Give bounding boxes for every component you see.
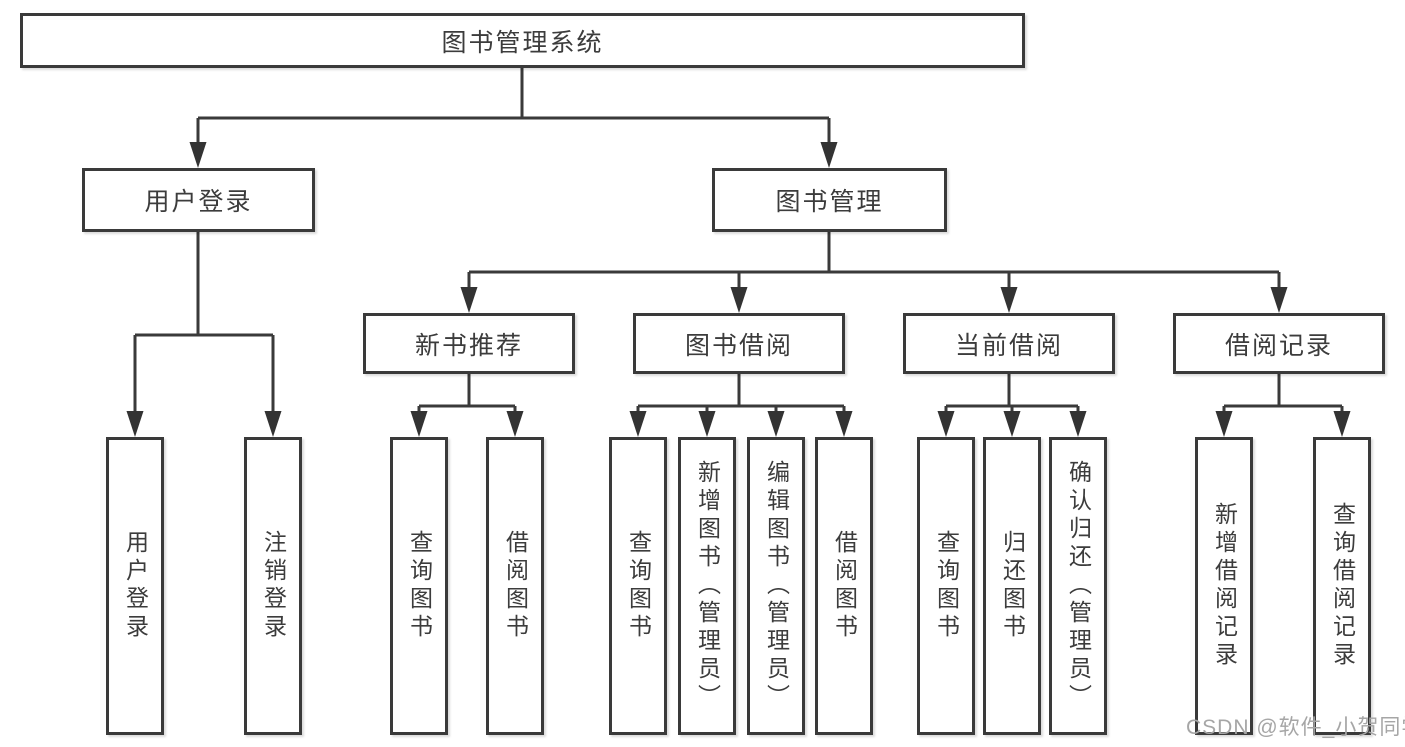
node-book-borrow: 图书借阅: [633, 313, 845, 374]
node-system-root-label: 图书管理系统: [441, 28, 604, 57]
leaf-borrow-edit-books-admin: 编辑图书（管理员）: [747, 437, 805, 735]
node-borrow-records: 借阅记录: [1173, 313, 1385, 374]
arrow-down-icon: [1069, 411, 1087, 437]
arrow-down-icon: [1270, 287, 1288, 313]
connector-book-borrow-to-leaves: [629, 374, 853, 437]
leaf-borrow-query-books: 查询图书: [609, 437, 667, 735]
arrow-down-icon: [1333, 411, 1351, 437]
leaf-logout: 注销登录: [244, 437, 302, 735]
node-system-root: 图书管理系统: [20, 13, 1025, 68]
leaf-borrow-edit-books-admin-label: 编辑图书（管理员）: [763, 460, 790, 712]
arrow-down-icon: [410, 411, 428, 437]
csdn-watermark: CSDN @软件_小贺同学: [1186, 716, 1405, 739]
leaf-newbooks-borrow-books: 借阅图书: [486, 437, 544, 735]
arrow-down-icon: [730, 287, 748, 313]
arrow-down-icon: [835, 411, 853, 437]
connector-borrow-records-to-leaves: [1215, 374, 1351, 437]
leaf-records-add-record: 新增借阅记录: [1195, 437, 1253, 735]
leaf-current-confirm-return-admin-label: 确认归还（管理员）: [1065, 460, 1092, 712]
arrow-down-icon: [506, 411, 524, 437]
leaf-borrow-add-books-admin-label: 新增图书（管理员）: [694, 460, 721, 712]
leaf-current-return-books-label: 归还图书: [999, 530, 1026, 642]
node-borrow-records-label: 借阅记录: [1224, 331, 1333, 360]
connector-current-borrow-to-leaves: [937, 374, 1087, 437]
leaf-records-query-record: 查询借阅记录: [1313, 437, 1371, 735]
connector-user-login-to-leaves: [126, 232, 282, 437]
arrow-down-icon: [126, 411, 144, 437]
arrow-down-icon: [1000, 287, 1018, 313]
leaf-borrow-query-books-label: 查询图书: [625, 530, 652, 642]
node-book-management: 图书管理: [712, 168, 947, 232]
node-new-book-recommend: 新书推荐: [363, 313, 575, 374]
arrow-down-icon: [937, 411, 955, 437]
leaf-current-return-books: 归还图书: [983, 437, 1041, 735]
node-book-borrow-label: 图书借阅: [684, 331, 793, 360]
node-user-login: 用户登录: [82, 168, 315, 232]
leaf-records-query-record-label: 查询借阅记录: [1329, 502, 1356, 670]
node-new-book-recommend-label: 新书推荐: [414, 331, 523, 360]
leaf-user-login: 用户登录: [106, 437, 164, 735]
node-current-borrow-label: 当前借阅: [954, 331, 1063, 360]
leaf-logout-label: 注销登录: [260, 530, 287, 642]
arrow-down-icon: [1215, 411, 1233, 437]
node-current-borrow: 当前借阅: [903, 313, 1115, 374]
leaf-borrow-borrow-books-label: 借阅图书: [831, 530, 858, 642]
arrow-down-icon: [264, 411, 282, 437]
leaf-newbooks-query-books: 查询图书: [390, 437, 448, 735]
leaf-newbooks-borrow-books-label: 借阅图书: [502, 530, 529, 642]
arrow-down-icon: [460, 287, 478, 313]
node-user-login-label: 用户登录: [144, 188, 253, 216]
node-book-management-label: 图书管理: [775, 188, 884, 216]
leaf-current-query-books: 查询图书: [917, 437, 975, 735]
arrow-down-icon: [629, 411, 647, 437]
arrow-down-icon: [189, 142, 207, 168]
arrow-down-icon: [698, 411, 716, 437]
leaf-borrow-add-books-admin: 新增图书（管理员）: [678, 437, 736, 735]
arrow-down-icon: [1003, 411, 1021, 437]
connector-book-mgmt-to-level3: [460, 232, 1288, 313]
leaf-current-confirm-return-admin: 确认归还（管理员）: [1049, 437, 1107, 735]
arrow-down-icon: [767, 411, 785, 437]
leaf-borrow-borrow-books: 借阅图书: [815, 437, 873, 735]
leaf-newbooks-query-books-label: 查询图书: [406, 530, 433, 642]
connector-new-books-to-leaves: [410, 374, 524, 437]
leaf-user-login-label: 用户登录: [122, 530, 149, 642]
connector-root-to-level2: [189, 68, 838, 168]
leaf-records-add-record-label: 新增借阅记录: [1211, 502, 1238, 670]
leaf-current-query-books-label: 查询图书: [933, 530, 960, 642]
arrow-down-icon: [820, 142, 838, 168]
